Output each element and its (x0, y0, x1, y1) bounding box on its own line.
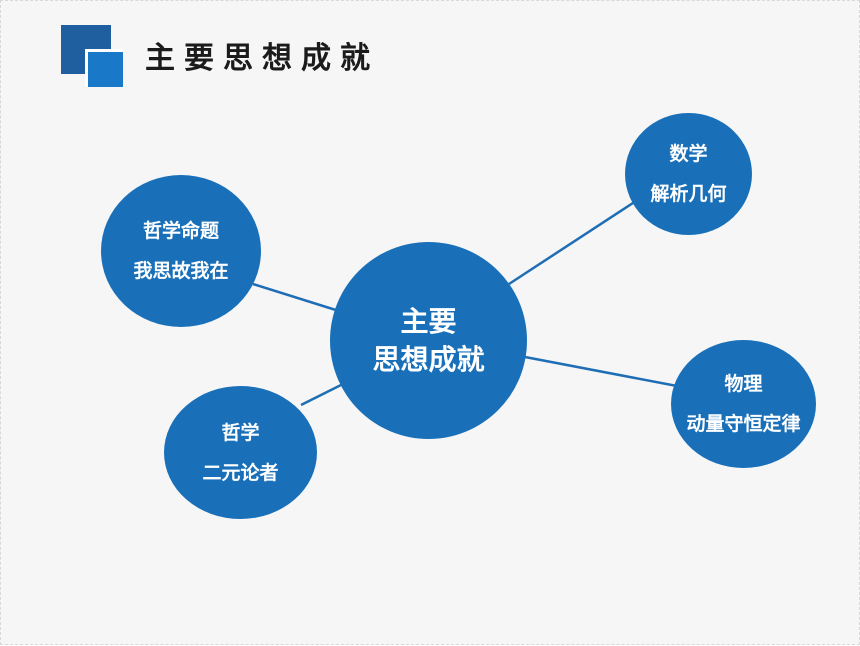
node-physics: 物理 动量守恒定律 (671, 340, 816, 468)
node-dualism: 哲学 二元论者 (164, 386, 317, 519)
node-physics-title: 物理 (724, 373, 763, 395)
node-dualism-text: 二元论者 (202, 461, 279, 484)
center-node-line1: 主要 (400, 304, 457, 338)
node-physics-text: 动量守恒定律 (686, 413, 801, 435)
connector-dualism (300, 382, 344, 407)
node-math: 数学 解析几何 (625, 113, 752, 235)
connector-philosophy (252, 282, 340, 313)
node-philosophy-title: 哲学命题 (142, 220, 219, 242)
page-title: 主要思想成就 (145, 41, 379, 76)
node-philosophy: 哲学命题 我思故我在 (101, 175, 261, 327)
node-dualism-title: 哲学 (221, 421, 260, 444)
node-philosophy-text: 我思故我在 (133, 260, 229, 282)
connector-math (508, 197, 640, 286)
logo-square-front (85, 49, 123, 87)
node-math-title: 数学 (669, 143, 708, 165)
node-math-text: 解析几何 (650, 183, 727, 205)
center-node: 主要 思想成就 (330, 242, 527, 439)
center-node-line2: 思想成就 (372, 342, 485, 376)
connector-physics (524, 355, 678, 388)
